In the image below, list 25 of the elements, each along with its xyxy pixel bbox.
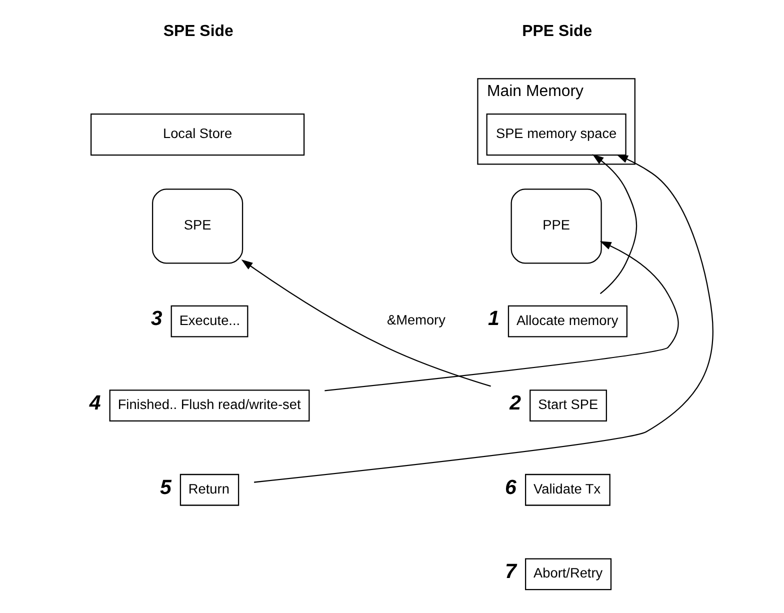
node-box: Start SPE xyxy=(530,390,607,422)
arrow xyxy=(324,241,679,392)
node-box: Finished.. Flush read/write-set xyxy=(109,390,310,422)
node-label: 5 xyxy=(160,476,172,499)
node-label: 3 xyxy=(150,307,162,330)
node-label: 1 xyxy=(488,307,500,330)
node-box: Local Store xyxy=(90,113,305,156)
node-label: 6 xyxy=(505,476,516,499)
node-label: 4 xyxy=(89,391,101,414)
node-box: Validate Tx xyxy=(525,474,610,506)
arrow xyxy=(592,154,638,294)
arrow xyxy=(241,260,491,387)
node-box: SPE memory space xyxy=(486,113,626,156)
node-box: Allocate memory xyxy=(508,305,628,338)
edge-label: &Memory xyxy=(387,312,446,328)
node-box: Execute... xyxy=(170,305,248,338)
node-box: Return xyxy=(180,474,240,506)
node-box: Abort/Retry xyxy=(525,558,612,590)
node-box: PPE xyxy=(510,188,602,264)
arrow xyxy=(254,154,714,483)
node-label: 7 xyxy=(505,560,516,584)
label: SPE Side xyxy=(163,23,234,40)
node-box: SPE xyxy=(152,188,244,264)
label: PPE Side xyxy=(522,23,592,40)
node-label: 2 xyxy=(510,391,522,414)
